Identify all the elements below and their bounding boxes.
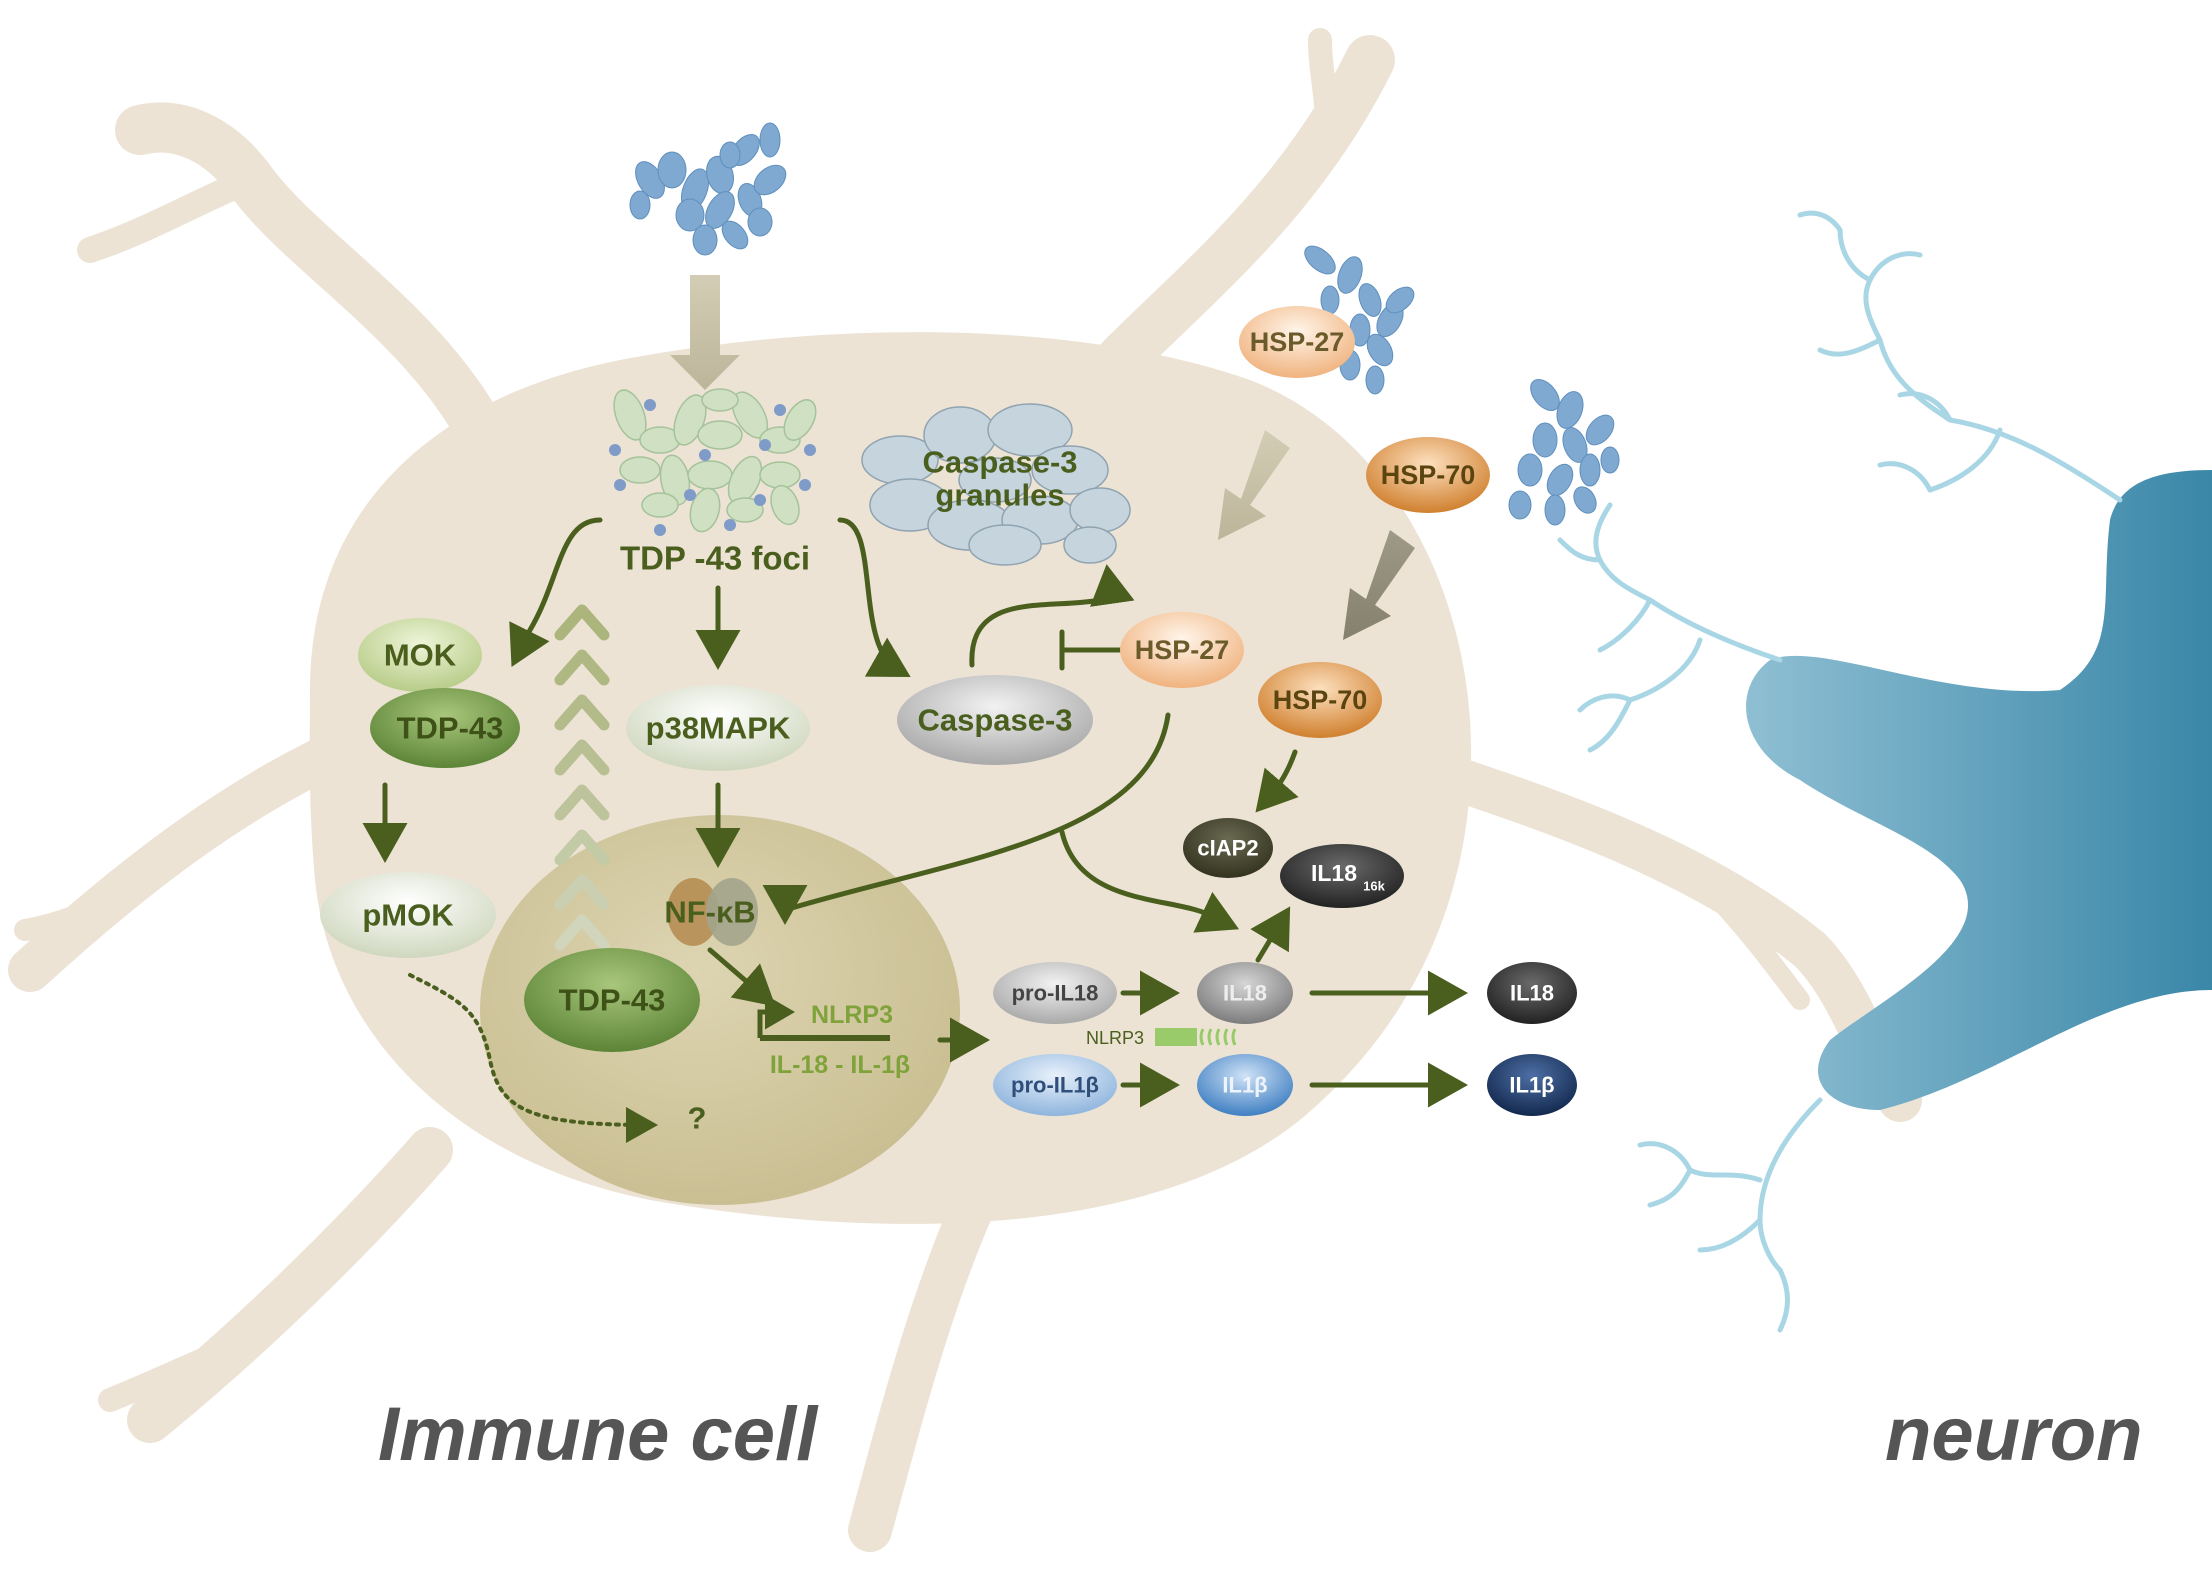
il1b-out-node	[1487, 1054, 1577, 1116]
il18-16k-label: IL18	[1311, 860, 1357, 886]
tdp43-nuclear-node	[524, 948, 700, 1052]
caspase3-granules	[861, 403, 1131, 566]
cell-process	[8, 738, 342, 992]
arrow-caspase3-to-il18	[1059, 829, 1240, 933]
tdp43-foci-label: TDP -43 foci	[620, 540, 810, 577]
cell-process	[77, 167, 263, 263]
nlrp3-inflammasome	[1155, 1028, 1237, 1046]
arrow-nfkb-to-nlrp3	[707, 947, 776, 1007]
il18-out-node	[1487, 962, 1577, 1024]
pro-il1b-label: pro-IL1β	[1011, 1073, 1099, 1098]
immune-cell-label: Immune cell	[378, 1392, 819, 1477]
caspase3-granules-label: Caspase-3	[922, 445, 1077, 480]
aggregate-top	[629, 122, 787, 256]
nucleus	[480, 815, 960, 1205]
arrow-foci-to-mok	[509, 517, 603, 667]
caspase3-label: Caspase-3	[917, 703, 1072, 738]
tdp43-cyto-node	[370, 688, 520, 768]
nlrp3-gene-label: NLRP3	[811, 1001, 893, 1029]
cell-process	[127, 1127, 453, 1443]
pmok-label: pMOK	[362, 898, 454, 933]
hsp27-outer-label: HSP-27	[1250, 327, 1345, 357]
promoter-mark	[757, 994, 795, 1038]
hsp27-uptake-arrow	[1218, 430, 1290, 540]
hsp27-inner-label: HSP-27	[1135, 635, 1230, 665]
nfkb-complex	[667, 878, 758, 946]
tdp43-foci-cluster	[609, 388, 817, 536]
hsp70-inner-label: HSP-70	[1273, 685, 1368, 715]
mok-label: MOK	[384, 638, 457, 673]
arrow-foci-to-caspase3	[837, 517, 911, 677]
il1b-mid-label: IL1β	[1222, 1073, 1267, 1098]
caspase3-node	[897, 675, 1093, 765]
cell-process	[848, 1168, 1002, 1552]
pro-il1b-node	[993, 1054, 1117, 1116]
il1b-out-label: IL1β	[1509, 1073, 1554, 1098]
arrow-pmok-to-unknown	[408, 973, 658, 1143]
tdp43-nuclear-label: TDP-43	[559, 983, 666, 1018]
hsp70-inner-node	[1258, 662, 1382, 738]
translocation-chevrons	[554, 604, 610, 951]
p38mapk-node	[626, 685, 810, 771]
hsp70-uptake-arrow	[1343, 530, 1415, 640]
hsp70-outer-node	[1366, 437, 1490, 513]
arrow-caspase3-to-granules	[969, 564, 1135, 668]
ciap2-label: cIAP2	[1197, 836, 1258, 861]
pmok-node	[320, 872, 496, 958]
hsp27-outer-node	[1239, 306, 1355, 378]
ciap2-node	[1183, 818, 1273, 878]
il18-out-label: IL18	[1510, 981, 1554, 1006]
uptake-arrow	[670, 275, 740, 390]
tdp43-cyto-label: TDP-43	[397, 711, 504, 746]
p38mapk-label: p38MAPK	[646, 711, 791, 746]
il18-16k-node	[1280, 844, 1404, 908]
cell-process	[1690, 870, 1810, 1010]
mok-node	[358, 618, 482, 692]
il18-mid-node	[1197, 962, 1293, 1024]
caspase3-granules-label-2: granules	[935, 478, 1064, 513]
pro-il18-node	[993, 962, 1117, 1024]
dendrite	[1557, 210, 2123, 1333]
cell-process	[1095, 35, 1395, 385]
nfkb-label: NF-κB	[664, 895, 755, 930]
arrow-hsp70-to-ciap2	[1255, 749, 1299, 813]
neuron-body	[1746, 470, 2212, 1110]
pro-il18-label: pro-IL18	[1012, 981, 1099, 1006]
hsp27-inner-node	[1120, 612, 1244, 688]
il18-16k-subscript: 16k	[1363, 879, 1385, 894]
unknown-target-label: ?	[688, 1101, 707, 1136]
cell-process	[115, 102, 505, 455]
nlrp3-inflammasome-label: NLRP3	[1086, 1028, 1144, 1048]
neuron	[1557, 210, 2212, 1333]
arrow-hsp27-to-nfkb	[762, 712, 1171, 925]
cell-process	[98, 1328, 262, 1412]
il18-il1b-genes-label: IL-18 - IL-1β	[770, 1051, 910, 1079]
aggregate-hsp70	[1508, 379, 1620, 526]
hsp70-outer-label: HSP-70	[1381, 460, 1476, 490]
cell-process	[14, 869, 151, 941]
aggregate-hsp27	[1304, 245, 1415, 395]
il1b-mid-node	[1197, 1054, 1293, 1116]
arrow-il18-to-il18-16k	[1250, 906, 1291, 963]
cell-process	[1298, 28, 1339, 182]
neuron-label: neuron	[1885, 1392, 2143, 1477]
immune-cell	[8, 28, 1922, 1552]
il18-mid-label: IL18	[1223, 981, 1267, 1006]
arrows	[362, 517, 1468, 1108]
